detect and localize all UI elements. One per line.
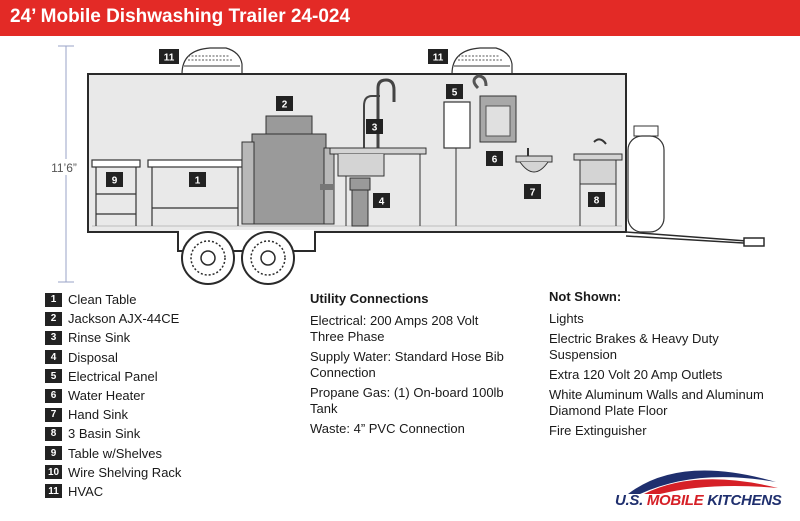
legend-item: 7 Hand Sink (45, 405, 181, 424)
callout-5: 5 (446, 84, 463, 99)
callout-4: 4 (373, 193, 390, 208)
utility-connections: Utility Connections Electrical: 200 Amps… (310, 291, 510, 441)
utility-title: Utility Connections (310, 291, 429, 306)
logo-swoosh-icon (628, 470, 778, 494)
hand-sink (515, 148, 553, 173)
legend-number: 9 (45, 446, 62, 461)
callout-6: 6 (486, 151, 503, 166)
hvac-unit-right (451, 47, 513, 75)
svg-text:11: 11 (164, 53, 175, 64)
header-bar: 24’ Mobile Dishwashing Trailer 24-024 (0, 0, 800, 36)
legend-item: 4 Disposal (45, 348, 181, 367)
legend-label: Wire Shelving Rack (68, 464, 182, 480)
legend-item: 1 Clean Table (45, 290, 181, 309)
trailer-wheel-left (181, 231, 235, 285)
legend-label: HVAC (68, 483, 104, 499)
water-heater (472, 74, 517, 143)
legend-item: 3 Rinse Sink (45, 328, 181, 347)
legend-label: Clean Table (68, 292, 137, 308)
legend-label: Hand Sink (68, 407, 128, 423)
height-label: 11’6” (51, 161, 77, 175)
legend-item: 11 HVAC (45, 482, 181, 501)
legend-item: 10 Wire Shelving Rack (45, 463, 181, 482)
not-shown-item: Extra 120 Volt 20 Amp Outlets (549, 367, 723, 382)
legend-label: Jackson AJX-44CE (68, 311, 180, 327)
legend-item: 9 Table w/Shelves (45, 444, 181, 463)
legend-item: 2 Jackson AJX-44CE (45, 309, 181, 328)
not-shown-item: Fire Extinguisher (549, 423, 647, 438)
legend-item: 5 Electrical Panel (45, 367, 181, 386)
three-basin-sink (573, 138, 623, 226)
equipment-legend: 1 Clean Table 2 Jackson AJX-44CE 3 Rinse Si… (45, 290, 181, 501)
svg-text:11: 11 (433, 53, 444, 64)
not-shown-title: Not Shown: (549, 289, 622, 304)
legend-number: 1 (45, 292, 62, 307)
legend-label: Disposal (68, 349, 118, 365)
callout-11-left: 11 (159, 49, 179, 64)
svg-text:1: 1 (195, 176, 201, 187)
legend-number: 11 (45, 484, 62, 499)
utility-item: Waste: 4” PVC Connection (310, 421, 465, 436)
legend-number: 4 (45, 350, 62, 365)
callout-3: 3 (366, 119, 383, 134)
legend-label: Electrical Panel (68, 368, 158, 384)
table-with-shelves (91, 159, 141, 226)
not-shown-item: White Aluminum Walls and Aluminum Diamon… (549, 387, 764, 418)
electrical-panel (443, 101, 471, 226)
company-logo: U.S. MOBILE KITCHENS (600, 458, 790, 518)
svg-text:5: 5 (452, 88, 458, 99)
disposal (349, 177, 371, 227)
utility-item: Supply Water: Standard Hose Bib Connecti… (310, 349, 504, 380)
page-title: 24’ Mobile Dishwashing Trailer 24-024 (10, 6, 351, 27)
legend-number: 8 (45, 426, 62, 441)
callout-2: 2 (276, 96, 293, 111)
logo-text: U.S. MOBILE KITCHENS (615, 492, 782, 509)
legend-number: 7 (45, 407, 62, 422)
utility-item: Propane Gas: (1) On-board 100lb Tank (310, 385, 504, 416)
callout-7: 7 (524, 184, 541, 199)
svg-text:2: 2 (282, 100, 288, 111)
not-shown-list: Not Shown: Lights Electric Brakes & Heav… (549, 289, 764, 443)
svg-text:3: 3 (372, 123, 378, 134)
trailer-hitch (625, 231, 765, 247)
hvac-unit-left (181, 47, 243, 75)
legend-number: 2 (45, 311, 62, 326)
propane-tank (627, 125, 665, 233)
dishwasher (241, 115, 335, 225)
not-shown-item: Lights (549, 311, 584, 326)
utility-item: Electrical: 200 Amps 208 Volt Three Phas… (310, 313, 479, 344)
callout-8: 8 (588, 192, 605, 207)
legend-number: 3 (45, 330, 62, 345)
legend-number: 5 (45, 369, 62, 384)
legend-label: Water Heater (68, 388, 145, 404)
svg-text:6: 6 (492, 155, 498, 166)
svg-text:9: 9 (112, 176, 118, 187)
callout-11-right: 11 (428, 49, 448, 64)
legend-label: Table w/Shelves (68, 445, 162, 461)
callout-9: 9 (106, 172, 123, 187)
svg-text:4: 4 (379, 197, 385, 208)
legend-number: 6 (45, 388, 62, 403)
rinse-sink (329, 78, 427, 226)
svg-text:8: 8 (594, 196, 600, 207)
legend-item: 8 3 Basin Sink (45, 424, 181, 443)
legend-number: 10 (45, 465, 62, 480)
callout-1: 1 (189, 172, 206, 187)
not-shown-item: Electric Brakes & Heavy Duty Suspension (549, 331, 719, 362)
legend-label: Rinse Sink (68, 330, 131, 346)
svg-text:7: 7 (530, 188, 536, 199)
legend-label: 3 Basin Sink (68, 426, 141, 442)
trailer-wheel-right (241, 231, 295, 285)
legend-item: 6 Water Heater (45, 386, 181, 405)
trailer-diagram: 11’6” (40, 45, 765, 285)
